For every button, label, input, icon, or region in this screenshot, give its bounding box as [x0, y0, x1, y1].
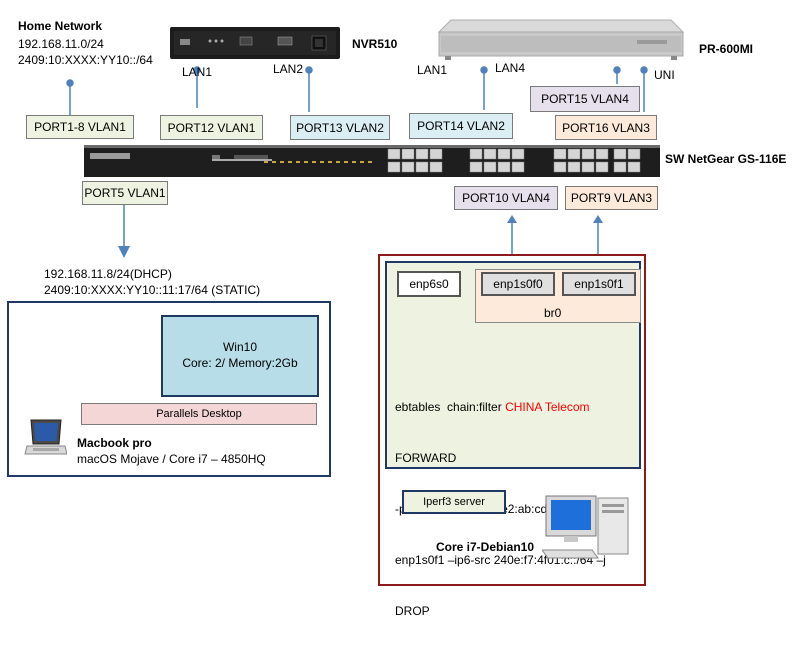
iperf3-server-box: Iperf3 server — [402, 490, 506, 514]
macbook-container: Win10 Core: 2/ Memory:2Gb Parallels Desk… — [7, 301, 331, 477]
port16-box: PORT16 VLAN3 — [555, 115, 657, 140]
nvr-lan2-label: LAN2 — [273, 62, 304, 76]
home-network-title: Home Network — [18, 19, 103, 33]
rule-line2: FORWARD — [395, 451, 457, 465]
netgear-switch-image — [84, 145, 660, 177]
home-network-ipv4: 192.168.11.0/24 — [18, 37, 104, 51]
br0-label: br0 — [544, 306, 562, 320]
port15-box: PORT15 VLAN4 — [530, 86, 640, 112]
macbook-ipv6: 2409:10:XXXX:YY10::11:17/64 (STATIC) — [44, 283, 261, 297]
macbook-ipv4: 192.168.11.8/24(DHCP) — [44, 267, 172, 281]
port9-box: PORT9 VLAN3 — [565, 186, 658, 210]
desktop-computer-icon — [541, 492, 634, 562]
port5-box: PORT5 VLAN1 — [82, 181, 168, 205]
pr-lan1-label: LAN1 — [417, 63, 448, 77]
pr-lan4-label: LAN4 — [495, 61, 526, 75]
port14-box: PORT14 VLAN2 — [409, 113, 513, 139]
rule-line5: DROP — [395, 604, 430, 618]
pr600mi-label: PR-600MI — [699, 42, 754, 56]
port13-box: PORT13 VLAN2 — [290, 115, 390, 140]
br0-bridge-box: enp1s0f0 enp1s0f1 br0 — [475, 269, 641, 323]
home-network-ipv6: 2409:10:XXXX:YY10::/64 — [18, 53, 153, 67]
rule-highlight: CHINA Telecom — [505, 400, 590, 414]
connector-lines — [66, 66, 648, 258]
pr600mi-router-image — [437, 18, 685, 66]
enp1s0f1-interface: enp1s0f1 — [562, 272, 636, 296]
nvr510-router-image — [170, 27, 340, 59]
debian-container: enp6s0 enp1s0f0 enp1s0f1 br0 ebtables ch… — [378, 254, 646, 618]
win10-vm-name: Win10 — [222, 340, 257, 354]
debian-os-box: enp6s0 enp1s0f0 enp1s0f1 br0 ebtables ch… — [385, 261, 641, 618]
port10-box: PORT10 VLAN4 — [454, 186, 558, 210]
nvr510-label: NVR510 — [352, 37, 398, 51]
port12-box: PORT12 VLAN1 — [160, 115, 263, 140]
debian-name: Core i7-Debian10 — [436, 540, 535, 554]
macbook-os: macOS Mojave / Core i7 – 4850HQ — [77, 452, 266, 466]
nvr-lan1-label: LAN1 — [182, 65, 213, 79]
macbook-model: Macbook pro — [77, 436, 152, 450]
win10-vm-specs: Core: 2/ Memory:2Gb — [182, 356, 298, 370]
parallels-desktop-bar: Parallels Desktop — [81, 403, 317, 425]
enp1s0f0-interface: enp1s0f0 — [481, 272, 555, 296]
port1-8-box: PORT1-8 VLAN1 — [26, 115, 134, 139]
win10-vm-box: Win10 Core: 2/ Memory:2Gb — [161, 315, 319, 397]
enp6s0-interface: enp6s0 — [397, 271, 461, 297]
rule-prefix: ebtables chain:filter — [395, 400, 506, 414]
pr-uni-label: UNI — [654, 68, 675, 82]
laptop-icon — [23, 418, 68, 458]
switch-label: SW NetGear GS-116E — [665, 152, 787, 166]
